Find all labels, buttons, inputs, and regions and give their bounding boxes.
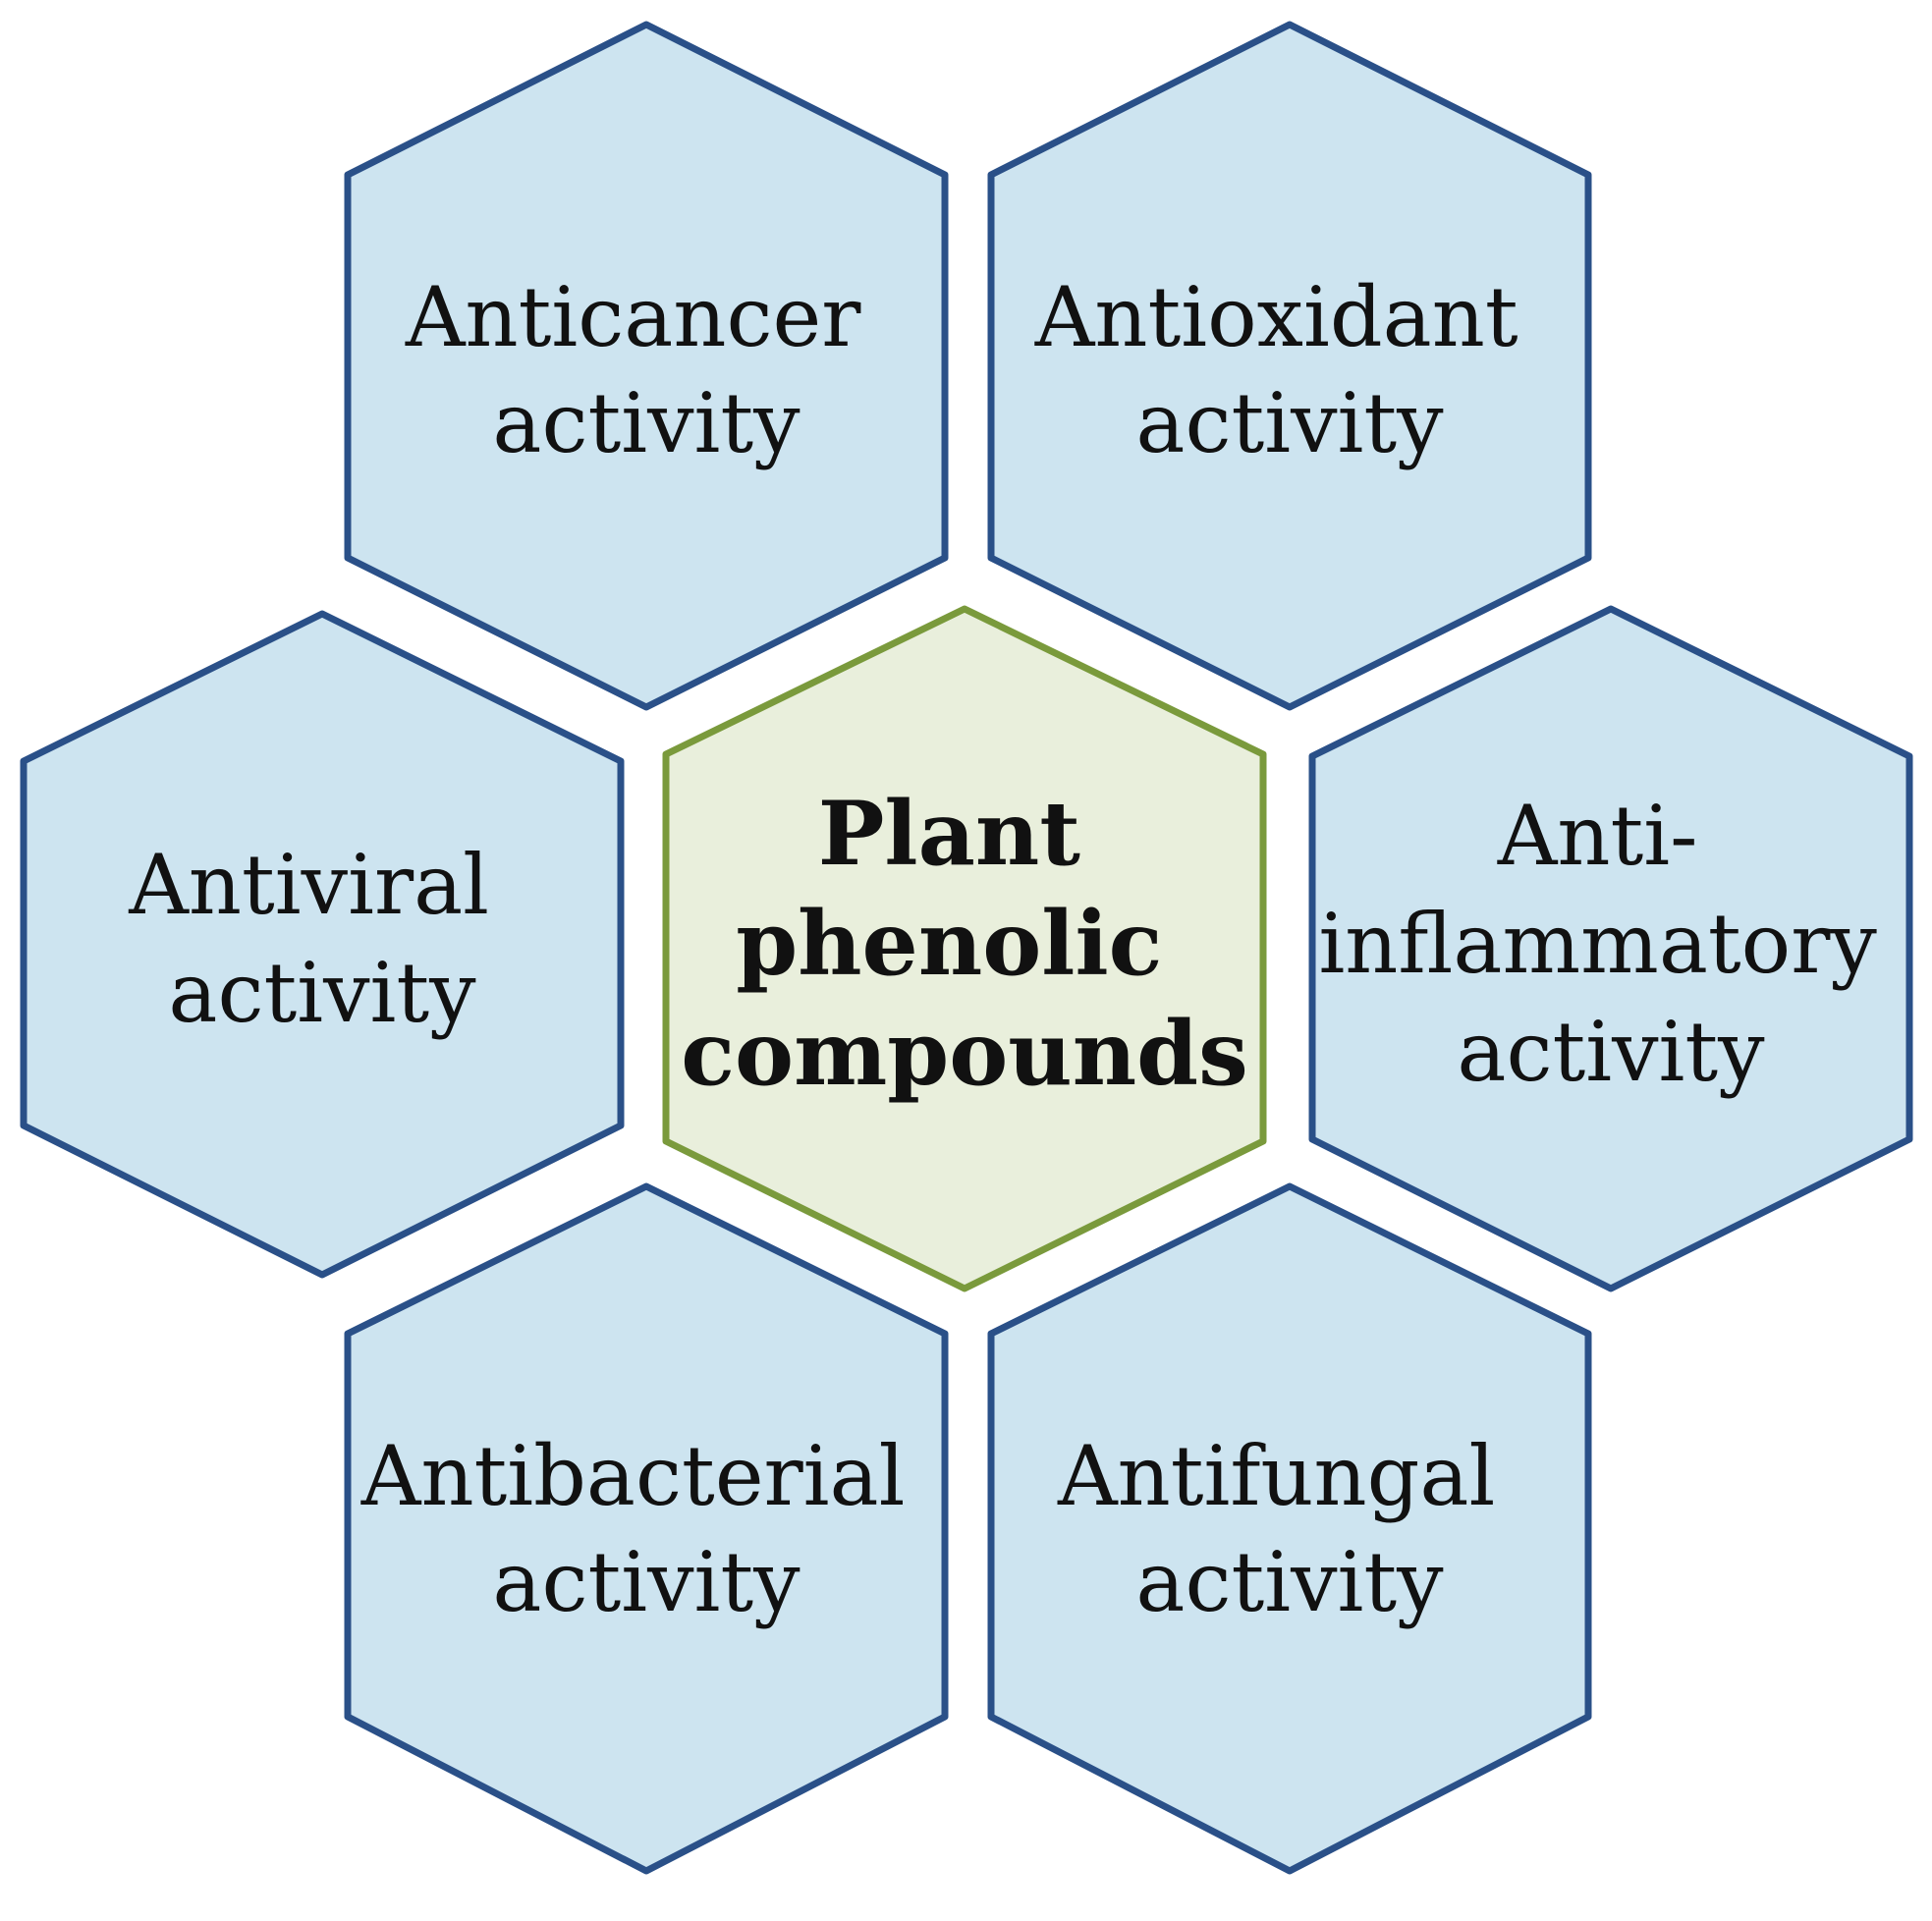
hex-anti-inflammatory-label: Anti- inflammatory activity — [1318, 788, 1903, 1100]
hex-antifungal: Antifungal activity — [987, 1182, 1592, 1875]
hex-antiviral-shape — [20, 610, 625, 1279]
hex-antifungal-shape — [987, 1182, 1592, 1875]
hex-anticancer-label: Anticancer activity — [405, 269, 887, 471]
hex-center-shape — [662, 605, 1267, 1292]
hex-anticancer: Anticancer activity — [344, 21, 949, 711]
center-line-2: phenolic — [736, 892, 1162, 996]
hex-antifungal-line-1: Antifungal — [1057, 1428, 1495, 1524]
hex-antibacterial-line-1: Antibacterial — [360, 1428, 906, 1524]
hex-antifungal-label: Antifungal activity — [1057, 1428, 1521, 1630]
hex-antibacterial: Antibacterial activity — [344, 1182, 949, 1875]
hex-antioxidant-line-1: Antioxidant — [1034, 269, 1518, 365]
hex-antiviral: Antiviral activity — [20, 610, 625, 1279]
hex-antioxidant-shape — [987, 21, 1592, 711]
hex-anti-inflammatory-line-3: activity — [1457, 1004, 1765, 1100]
hex-antioxidant-label: Antioxidant activity — [1034, 269, 1545, 471]
hex-anti-inflammatory-line-2: inflammatory — [1318, 896, 1877, 992]
hex-antiviral-label: Antiviral activity — [128, 837, 516, 1041]
center-line-3: compounds — [681, 1002, 1248, 1106]
hex-antioxidant: Antioxidant activity — [987, 21, 1592, 711]
hex-antibacterial-line-2: activity — [492, 1534, 800, 1630]
hex-anti-inflammatory-line-1: Anti- — [1497, 788, 1698, 884]
hex-antioxidant-line-2: activity — [1135, 375, 1444, 471]
hex-anticancer-line-1: Anticancer — [405, 269, 861, 365]
hex-antibacterial-shape — [344, 1182, 949, 1875]
hex-anti-inflammatory-shape — [1308, 605, 1913, 1292]
hex-antibacterial-label: Antibacterial activity — [360, 1428, 931, 1630]
hex-antiviral-line-2: activity — [168, 945, 476, 1041]
hex-center: Plant phenolic compounds — [662, 605, 1267, 1292]
hex-anticancer-shape — [344, 21, 949, 711]
hex-antifungal-line-2: activity — [1135, 1534, 1444, 1630]
hex-anti-inflammatory: Anti- inflammatory activity — [1308, 605, 1913, 1292]
center-line-1: Plant — [818, 782, 1081, 886]
hex-antiviral-line-1: Antiviral — [128, 837, 489, 933]
hex-anticancer-line-2: activity — [492, 375, 800, 471]
hex-center-label: Plant phenolic compounds — [681, 782, 1248, 1106]
